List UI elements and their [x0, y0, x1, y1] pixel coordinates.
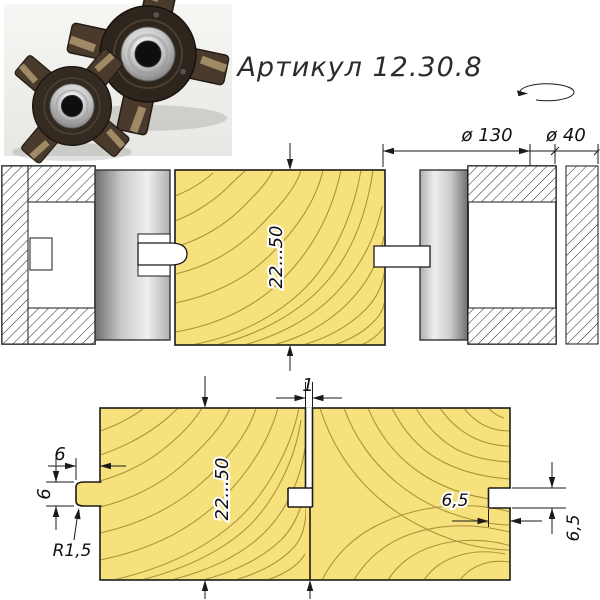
dim-tongue-radius: R1,5	[53, 541, 92, 561]
dim-top-gap: 1	[302, 375, 313, 396]
dim-thickness-assembly: 22...50	[266, 226, 287, 289]
right-knife-profile	[373, 245, 431, 268]
dim-tongue-width: 6	[54, 444, 65, 465]
dim-cutter-diameter: ø 130	[460, 125, 512, 146]
spindle-section	[565, 165, 599, 345]
left-knife-profile	[137, 242, 188, 266]
left-cutter-section	[1, 165, 171, 345]
diameter-dimensions: ø 130 ø 40	[382, 125, 600, 167]
right-cutter-section	[419, 165, 599, 345]
article-title: Артикул 12.30.8	[235, 52, 482, 83]
wood-grain-assembly	[176, 171, 384, 344]
tongue-profile	[76, 482, 102, 506]
cutter-head-lower	[14, 48, 130, 164]
dim-groove-depth: 6,5	[441, 491, 468, 511]
workpiece-assembly: 22...50	[137, 143, 431, 371]
dim-thickness-profile: 22...50	[212, 458, 233, 521]
profile-dimensions: 22...50 1 6 6 R1,5 6,5	[34, 375, 584, 599]
cutter-photo	[4, 0, 232, 164]
dim-bore-diameter: ø 40	[545, 125, 586, 146]
profile-drawing	[75, 407, 512, 581]
dim-groove-height: 6,5	[564, 514, 584, 541]
dim-tongue-height: 6	[34, 488, 55, 499]
rotation-direction-icon	[517, 83, 575, 102]
wood-grain-left-board	[101, 409, 306, 579]
